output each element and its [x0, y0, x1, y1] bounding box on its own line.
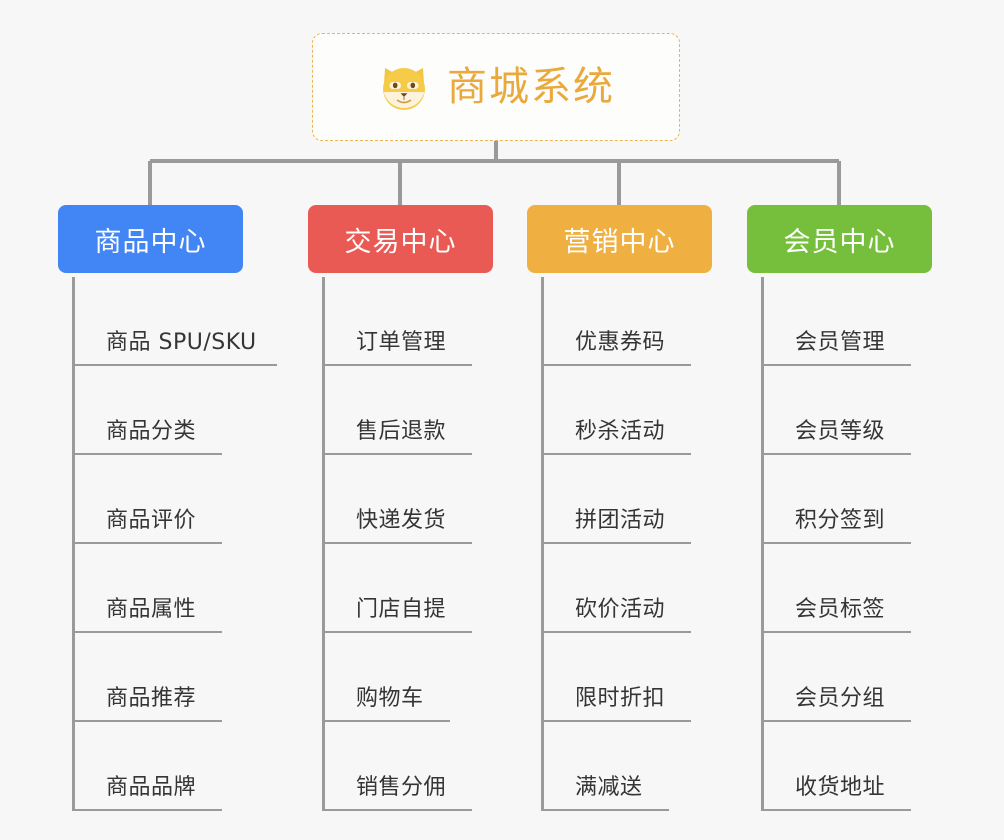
leaf-item-label: 门店自提 — [356, 597, 447, 622]
leaf-item-underline — [761, 542, 911, 544]
leaf-item-label: 商品 SPU/SKU — [106, 330, 257, 355]
leaf-item-underline — [541, 364, 691, 366]
leaf-item-label: 满减送 — [575, 775, 643, 800]
category-box-product-center[interactable]: 商品中心 — [58, 205, 243, 273]
leaf-item-underline — [322, 720, 450, 722]
leaf-item-underline — [72, 720, 222, 722]
leaf-item-label: 优惠券码 — [575, 330, 666, 355]
leaf-item-label: 订单管理 — [356, 330, 447, 355]
leaf-item-label: 会员标签 — [795, 597, 886, 622]
leaf-item-label: 会员管理 — [795, 330, 886, 355]
leaf-item-underline — [322, 542, 472, 544]
leaf-item-underline — [541, 631, 691, 633]
leaf-item-label: 商品评价 — [106, 508, 197, 533]
leaf-item-label: 拼团活动 — [575, 508, 666, 533]
category-box-member-center[interactable]: 会员中心 — [747, 205, 932, 273]
leaf-item-label: 收货地址 — [795, 775, 886, 800]
leaf-item-underline — [72, 631, 222, 633]
leaf-item-underline — [761, 809, 911, 811]
leaf-item-underline — [72, 364, 277, 366]
category-title-marketing-center: 营销中心 — [563, 226, 676, 258]
leaf-item-underline — [541, 542, 691, 544]
leaf-item-label: 会员分组 — [795, 686, 886, 711]
leaf-item-underline — [322, 364, 472, 366]
leaf-item-underline — [541, 720, 691, 722]
leaf-item-underline — [322, 453, 472, 455]
leaf-item-label: 商品分类 — [106, 419, 197, 444]
leaf-item-underline — [541, 453, 691, 455]
leaf-item-label: 限时折扣 — [575, 686, 666, 711]
leaf-item-label: 砍价活动 — [575, 597, 666, 622]
leaf-item-label: 积分签到 — [795, 508, 886, 533]
category-title-product-center: 商品中心 — [94, 226, 207, 258]
leaf-item-label: 商品属性 — [106, 597, 197, 622]
leaf-rail-product-center — [72, 277, 75, 811]
leaf-item-underline — [72, 809, 222, 811]
leaf-item-underline — [761, 631, 911, 633]
shiba-inu-dog-face-icon — [377, 62, 431, 112]
category-title-trade-center: 交易中心 — [344, 226, 457, 258]
leaf-item-underline — [541, 809, 669, 811]
category-box-marketing-center[interactable]: 营销中心 — [527, 205, 712, 273]
leaf-item-underline — [761, 453, 911, 455]
root-title: 商城系统 — [447, 64, 615, 110]
leaf-item-underline — [322, 809, 472, 811]
leaf-item-label: 商品品牌 — [106, 775, 197, 800]
category-title-member-center: 会员中心 — [783, 226, 896, 258]
leaf-item-label: 秒杀活动 — [575, 419, 666, 444]
leaf-rail-member-center — [761, 277, 764, 811]
root-node[interactable]: 商城系统 — [312, 33, 680, 141]
leaf-item-underline — [761, 720, 911, 722]
leaf-item-label: 会员等级 — [795, 419, 886, 444]
category-box-trade-center[interactable]: 交易中心 — [308, 205, 493, 273]
leaf-item-label: 销售分佣 — [356, 775, 447, 800]
leaf-item-label: 快递发货 — [356, 508, 447, 533]
leaf-item-label: 购物车 — [356, 686, 424, 711]
leaf-item-underline — [72, 453, 222, 455]
leaf-item-underline — [761, 364, 911, 366]
leaf-item-underline — [322, 631, 472, 633]
leaf-rail-trade-center — [322, 277, 325, 811]
leaf-rail-marketing-center — [541, 277, 544, 811]
leaf-item-underline — [72, 542, 222, 544]
leaf-item-label: 商品推荐 — [106, 686, 197, 711]
leaf-item-label: 售后退款 — [356, 419, 447, 444]
